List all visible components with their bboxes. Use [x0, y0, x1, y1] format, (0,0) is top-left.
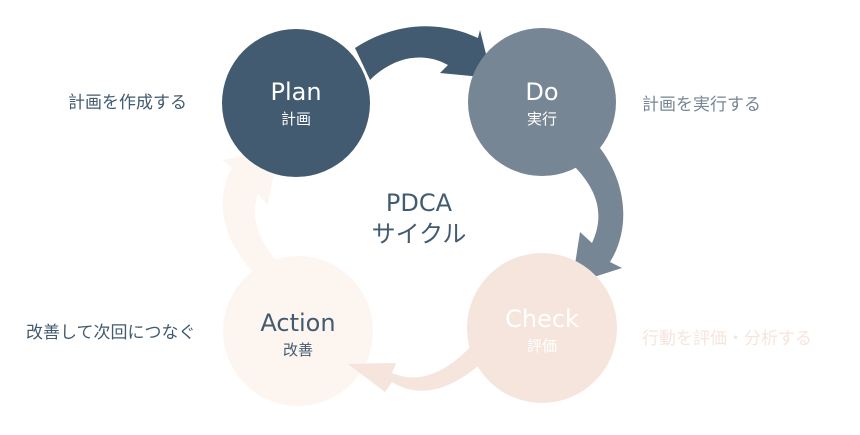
arrow-action-to-plan	[222, 150, 292, 282]
note-check: 行動を評価・分析する	[642, 329, 812, 349]
do-label: Do	[525, 78, 558, 106]
plan-label: Plan	[270, 78, 321, 106]
node-check: Check 評価	[467, 253, 617, 403]
check-label: Check	[505, 305, 579, 333]
plan-sublabel: 計画	[281, 110, 311, 128]
center-title: PDCA	[386, 189, 453, 217]
action-label: Action	[260, 309, 335, 337]
node-action: Action 改善	[223, 256, 373, 406]
node-do: Do 実行	[468, 28, 616, 176]
check-sublabel: 評価	[527, 337, 557, 355]
arrow-plan-to-do	[355, 26, 492, 80]
do-sublabel: 実行	[527, 110, 557, 128]
arrow-do-to-check	[572, 148, 624, 284]
arrow-check-to-action-head	[348, 363, 396, 392]
note-action: 改善して次回につなぐ	[26, 323, 196, 343]
node-plan: Plan 計画	[222, 29, 370, 177]
note-plan: 計画を作成する	[68, 93, 187, 113]
center-subtitle: サイクル	[372, 220, 467, 248]
note-do: 計画を実行する	[642, 95, 761, 115]
action-sublabel: 改善	[283, 341, 313, 359]
